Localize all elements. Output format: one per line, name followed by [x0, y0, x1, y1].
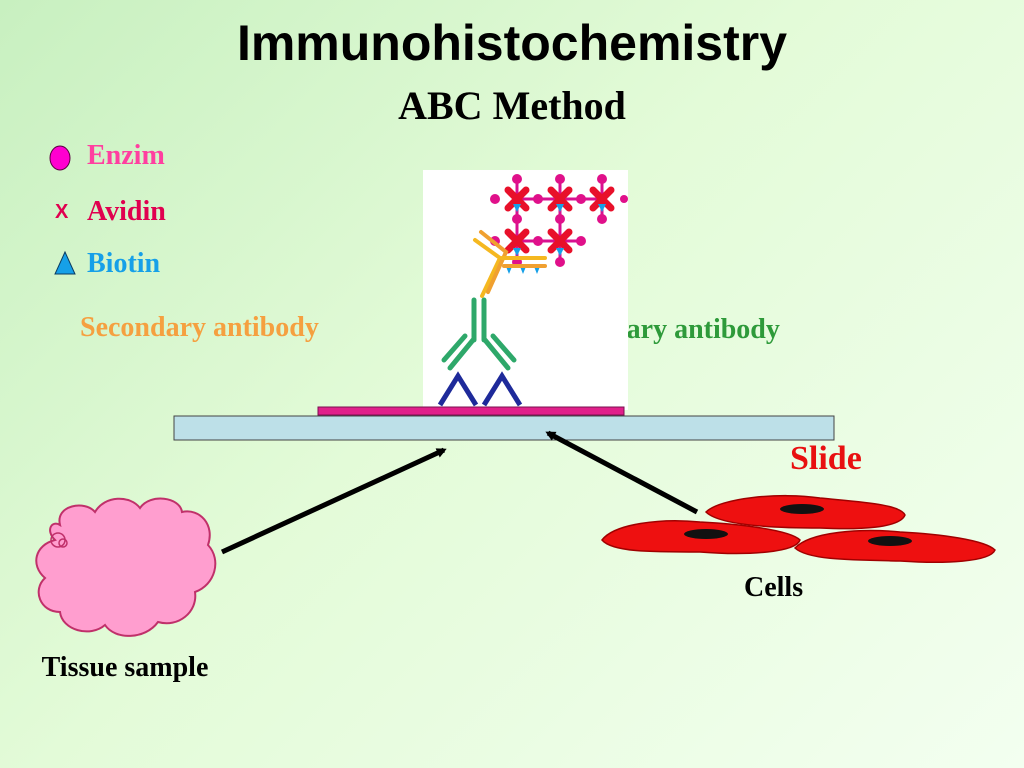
slide	[173, 415, 835, 441]
tissue-sample-label: Tissue sample	[41, 652, 209, 683]
secondary-antibody	[473, 230, 547, 298]
page-subtitle: ABC Method	[398, 83, 626, 128]
legend-avidin-label: Avidin	[87, 196, 166, 227]
avidin-cross-icon: X	[55, 201, 69, 223]
cells-group	[601, 494, 996, 563]
legend-biotin-label: Biotin	[87, 248, 161, 279]
tissue-sample-blob	[35, 497, 217, 637]
page-title: Immunohistochemistry	[236, 15, 788, 71]
cell-nucleus	[780, 504, 824, 514]
arrow-cells-to-slide	[545, 430, 699, 515]
antigens	[437, 371, 523, 407]
enzyme-circle-icon	[49, 145, 71, 171]
primary-antibody	[441, 297, 517, 371]
biotin-triangle-icon	[54, 250, 76, 275]
slide-label: Slide	[790, 440, 862, 477]
secondary-antibody-label: Secondary antibody	[80, 312, 319, 343]
arrow-tissue-to-slide	[220, 447, 447, 555]
tissue-section	[317, 406, 625, 416]
cell-nucleus	[868, 536, 912, 546]
cell	[793, 529, 996, 563]
legend-enzim-label: Enzim	[87, 140, 165, 171]
avidin-crosses	[504, 186, 615, 254]
cells-label: Cells	[744, 572, 804, 603]
cell-nucleus	[684, 529, 728, 539]
